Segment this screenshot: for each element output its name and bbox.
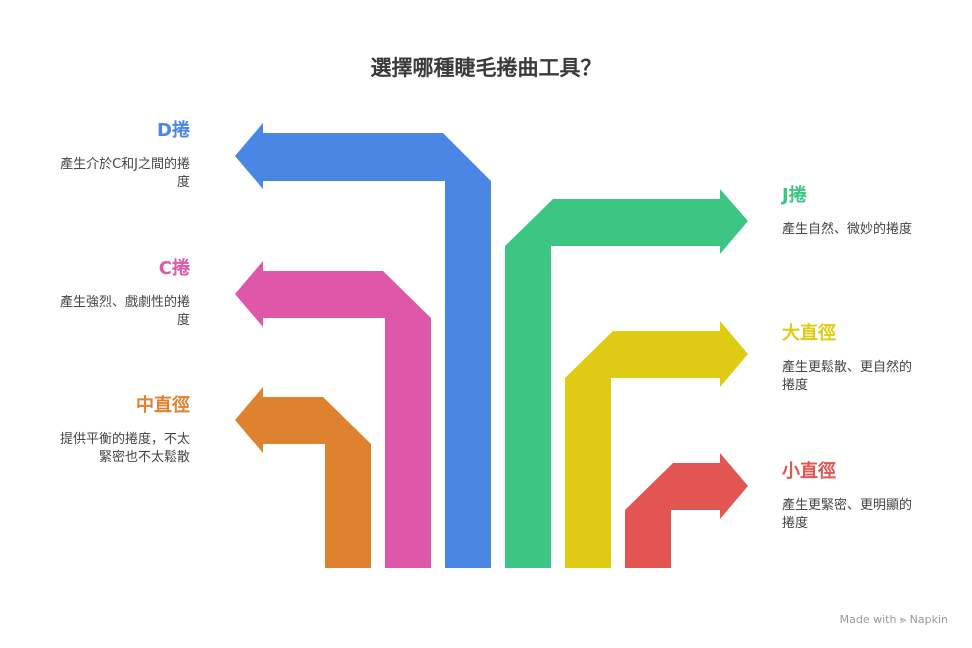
label-small: 小直徑產生更緊密、更明顯的捲度 [782,457,932,533]
label-c: C捲產生強烈、戲劇性的捲度 [40,254,190,330]
watermark: Made with ⪢ Napkin [839,613,948,626]
label-title: C捲 [158,258,190,279]
arrow-c [235,261,431,568]
label-j: J捲產生自然、微妙的捲度 [782,181,932,239]
label-title: J捲 [782,185,807,206]
label-desc: 提供平衡的捲度，不太緊密也不太鬆散 [59,432,190,465]
label-desc: 產生介於C和J之間的捲度 [60,157,190,190]
label-desc: 產生更緊密、更明顯的捲度 [782,498,913,531]
label-title: D捲 [157,120,190,141]
label-d: D捲產生介於C和J之間的捲度 [40,116,190,192]
arrow-d [235,123,491,568]
label-medium: 中直徑提供平衡的捲度，不太緊密也不太鬆散 [40,391,190,467]
label-large: 大直徑產生更鬆散、更自然的捲度 [782,319,932,395]
diagram-title: 選擇哪種睫毛捲曲工具？ [370,56,602,80]
label-desc: 產生更鬆散、更自然的捲度 [782,360,913,393]
arrow-large [565,321,748,568]
arrow-j [505,189,748,568]
arrow-medium [235,387,371,568]
label-title: 小直徑 [782,461,836,482]
label-title: 大直徑 [782,323,836,344]
label-title: 中直徑 [136,395,190,416]
label-desc: 產生強烈、戲劇性的捲度 [59,295,190,328]
label-desc: 產生自然、微妙的捲度 [782,222,913,237]
arrow-small [625,453,748,568]
